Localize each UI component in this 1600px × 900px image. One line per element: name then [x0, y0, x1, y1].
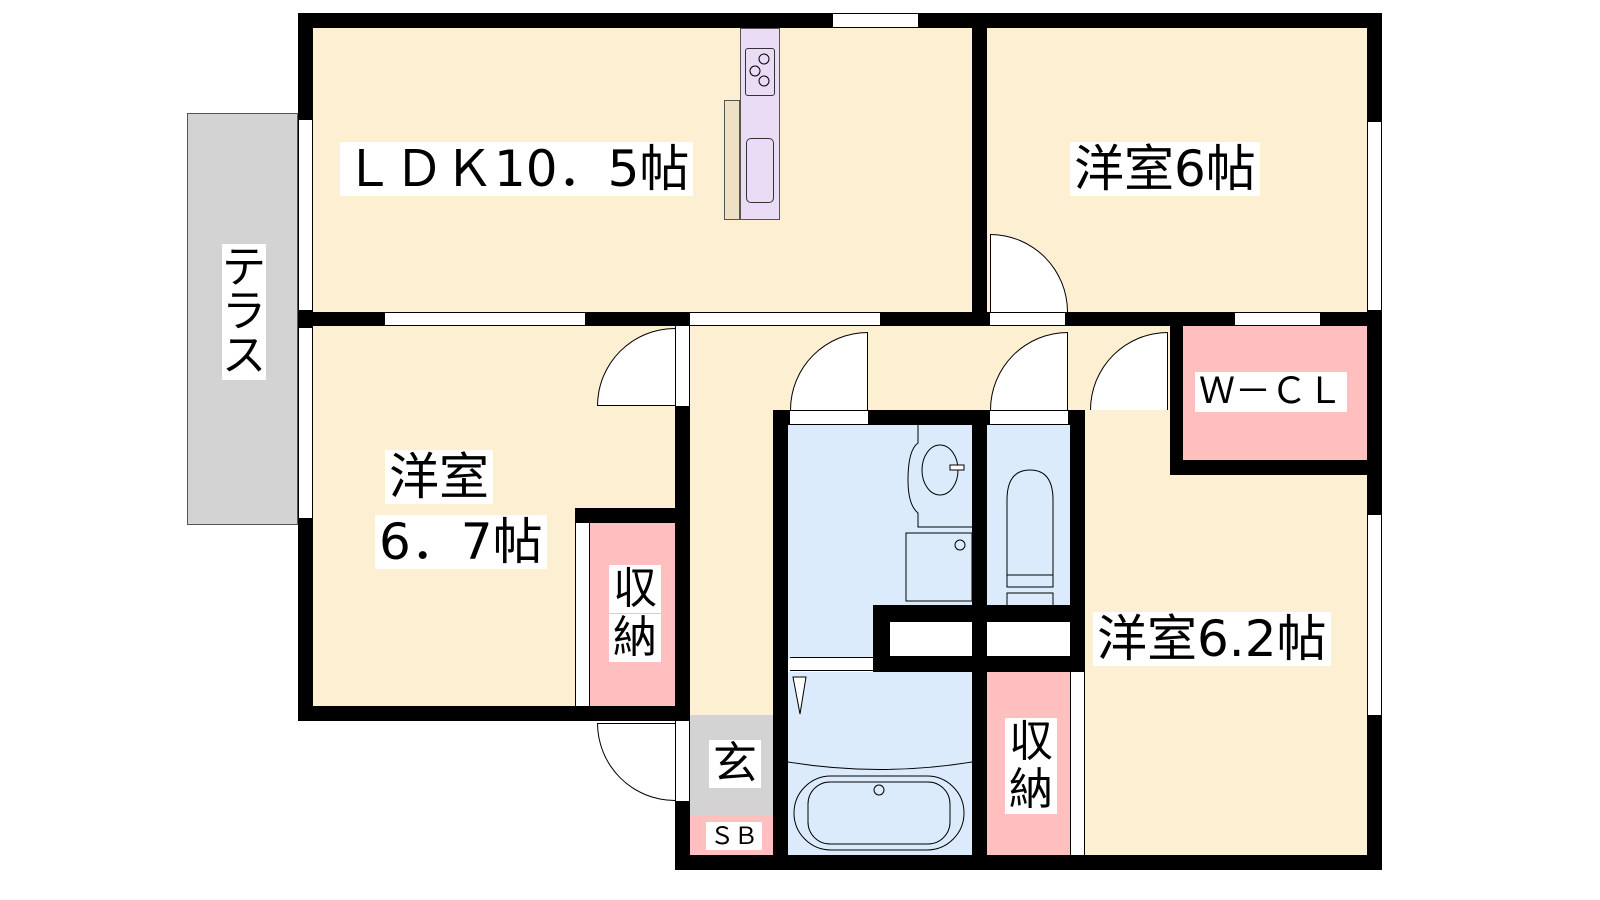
window-right-western-6-2: [1367, 515, 1382, 715]
storage-left-doors: [575, 523, 590, 706]
window-left-ldk: [298, 120, 313, 310]
wall-entrance-left: [675, 800, 690, 870]
storage-right-doors: [1070, 672, 1085, 855]
door-frame-western-6-7: [675, 326, 690, 406]
door-frame-washroom: [790, 410, 868, 425]
wall-ldk-western: [972, 28, 987, 326]
shoe-box-label: ＳＢ: [706, 822, 762, 850]
front-door-frame: [675, 721, 690, 801]
terrace-label: テラス: [222, 242, 266, 381]
western-6-7-label-line1: 洋室: [385, 450, 493, 504]
kitchen-side-counter: [724, 100, 740, 220]
western-6-label: 洋室6帖: [1070, 142, 1260, 196]
stove-icon: [745, 48, 775, 96]
sink-icon: [746, 138, 774, 203]
door-frame-wcl: [1235, 312, 1320, 326]
washbasin-icon: [905, 425, 972, 602]
western-6-7-label-line2: 6．7帖: [375, 515, 547, 569]
hallway-lower: [690, 326, 773, 715]
wall-wcl-left: [1170, 326, 1183, 475]
ldk-label: ＬＤＫ10．5帖: [340, 142, 694, 196]
wall-bath-left: [773, 410, 788, 870]
bathroom: [788, 672, 972, 855]
window-left-western: [298, 328, 313, 518]
wall-storage-left: [575, 508, 690, 523]
wall-bottom-left: [298, 706, 690, 721]
storage-left-label-2: 納: [609, 614, 661, 662]
storage-left-label-1: 収: [609, 565, 661, 613]
sliding-door-ldk: [385, 312, 585, 326]
window-top: [833, 13, 918, 28]
storage-right-label-2: 納: [1005, 766, 1057, 814]
utility-box-1: [890, 622, 972, 656]
utility-box-2: [987, 622, 1070, 656]
wall-wcl-bottom: [1170, 460, 1382, 475]
storage-right-label-1: 収: [1005, 718, 1057, 766]
window-right-western-6: [1367, 122, 1382, 310]
door-frame-bath: [790, 657, 873, 671]
toilet-icon: [1006, 469, 1054, 605]
western-6-2-label: 洋室6.2帖: [1093, 612, 1331, 666]
front-door[interactable]: [597, 723, 675, 801]
entrance-label: 玄: [709, 740, 761, 788]
door-frame-toilet: [990, 410, 1068, 425]
wcl-label: Ｗ－ＣＬ: [1195, 372, 1348, 412]
sliding-door-hall: [690, 312, 880, 326]
wall-bottom: [675, 855, 1382, 870]
door-frame-western-6: [990, 312, 1065, 326]
wall-hall-left: [675, 405, 690, 721]
bathtub-icon: [788, 676, 972, 851]
